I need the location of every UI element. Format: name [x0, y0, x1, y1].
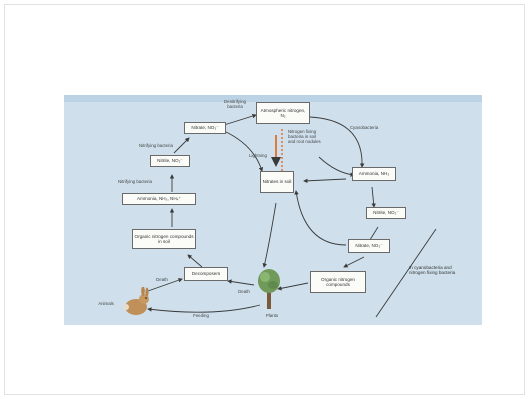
- nitrogen-cycle-diagram: Atmospheric nitrogen, N₂ Nitrate, NO₃⁻ N…: [64, 95, 482, 325]
- box-organic-soil: Organic nitrogen compounds in soil: [132, 229, 196, 249]
- box-atmospheric-nitrogen: Atmospheric nitrogen, N₂: [256, 102, 310, 124]
- arrow-soil-plants: [262, 202, 277, 268]
- box-decomposers: Decomposers: [184, 267, 228, 281]
- label-death-plants: Death: [238, 289, 250, 294]
- arrow-organic-plants: [277, 282, 309, 291]
- label-plants: Plants: [265, 313, 279, 318]
- box-ammonia-left: Ammonia, NH₃, NH₄⁺: [122, 193, 196, 205]
- top-strip: [64, 95, 482, 102]
- label-nitrifying-top: Nitrifying bacteria: [139, 143, 173, 148]
- arrow-nitrite-nitrate-left: [173, 137, 190, 154]
- arrow-nitrate-organic-right: [343, 256, 365, 268]
- box-nitrate-top: Nitrate, NO₃⁻: [184, 122, 226, 134]
- label-death-animals: Death: [156, 277, 168, 282]
- label-animals: Animals: [98, 301, 114, 306]
- arrow-nitrate-soil: [223, 130, 264, 172]
- label-nitrifying-mid: Nitrifying bacteria: [118, 179, 152, 184]
- box-nitrite-right: Nitrite, NO₂⁻: [366, 207, 406, 219]
- box-nitrite-left: Nitrite, NO₂⁻: [150, 155, 190, 167]
- arrow-ammonia-nitrite-right: [371, 186, 376, 208]
- label-lightning: Lightning: [249, 153, 267, 158]
- arrow-ammonia-right-soil: [303, 178, 347, 184]
- box-ammonia-right: Ammonia, NH₃: [352, 167, 396, 181]
- label-feeding: Feeding: [193, 313, 209, 318]
- box-nitrate-right: Nitrate, NO₃⁻: [348, 239, 390, 253]
- arrow-plants-decomposers: [227, 279, 255, 286]
- slide-frame: [4, 4, 525, 395]
- arrow-nitrate-right-soil: [294, 190, 347, 246]
- label-nitrogen-fixing: Nitrogen fixing bacteria in soil and roo…: [288, 129, 321, 144]
- plant-illustration: [258, 269, 280, 309]
- box-organic-right: Organic nitrogen compounds: [310, 271, 366, 293]
- label-denitrifying: Denitrifying bacteria: [224, 99, 246, 109]
- box-cyano-note: In cyanobacteria and nitrogen fixing bac…: [409, 264, 456, 275]
- arrow-animals-decomposers: [147, 278, 183, 292]
- box-nitrates-in-soil: Nitrates in soil: [260, 171, 294, 193]
- divider-line: [375, 228, 437, 318]
- arrow-fixing: [318, 156, 355, 177]
- label-cyanobacteria: Cyanobacteria: [349, 125, 379, 130]
- arrow-denitrification: [223, 113, 257, 126]
- rabbit-illustration: [123, 287, 149, 315]
- arrow-cyanobacteria: [309, 116, 365, 168]
- arrow-decomposers-organic: [187, 254, 203, 268]
- arrow-feeding: [147, 304, 261, 313]
